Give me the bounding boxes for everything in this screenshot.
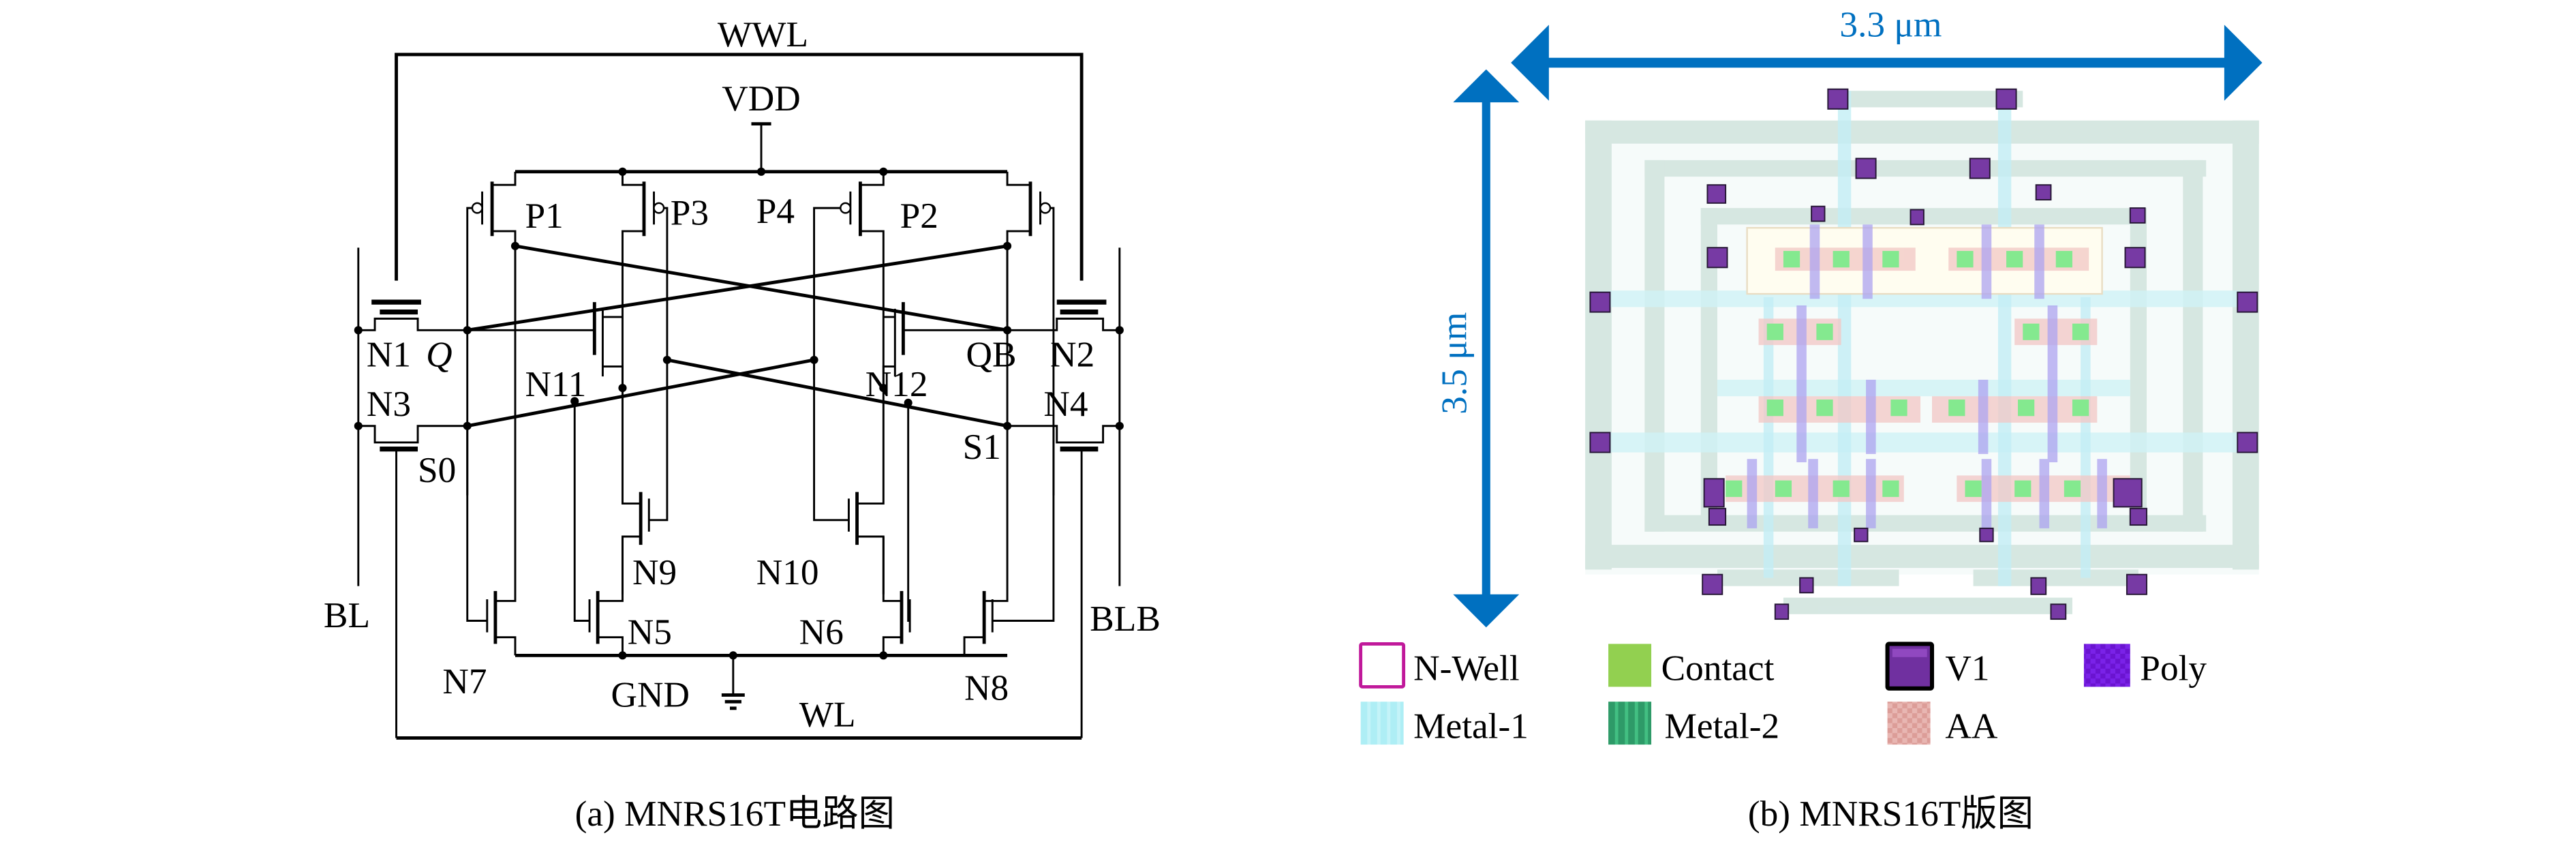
n8-label: N8 <box>964 668 1009 708</box>
wl-label: WL <box>799 695 856 735</box>
pmos-p3 <box>622 171 669 389</box>
q-label: Q <box>426 335 452 375</box>
nmos-n5 <box>573 401 624 656</box>
legend-item-poly: Poly <box>2083 644 2207 689</box>
gnd-label: GND <box>611 674 690 715</box>
width-label: 3.3 μm <box>1839 4 1942 44</box>
pmos-p1 <box>466 171 517 496</box>
caption-a: (a) MNRS16T电路图 <box>575 794 895 834</box>
legend-label: V1 <box>1945 648 1989 689</box>
height-dimension-arrow <box>1453 69 1520 628</box>
legend-item-metal-2: Metal-2 <box>1608 702 1779 746</box>
n1-label: N1 <box>367 335 411 375</box>
gnd-rail <box>515 651 1008 694</box>
pmos-p4 <box>813 171 885 389</box>
legend-label: Contact <box>1661 648 1775 689</box>
nmos-n12 <box>882 302 1008 389</box>
legend-label: Metal-1 <box>1413 706 1529 746</box>
nmos-n9 <box>622 359 669 595</box>
layout-diagram: 3.3 μm 3.5 μm <box>1359 4 2263 834</box>
p2-label: P2 <box>900 196 938 236</box>
nmos-n2 <box>1003 310 1124 335</box>
legend-item-aa: AA <box>1887 702 1998 746</box>
legend: N-Well Contact V1 Poly Metal-1 Metal <box>1359 642 2207 746</box>
wwl-line <box>371 52 1107 305</box>
s0-label: S0 <box>418 450 456 490</box>
metal-2-swatch <box>1608 702 1652 745</box>
n-well-swatch <box>1359 642 1406 689</box>
legend-label: AA <box>1945 706 1998 746</box>
vdd-rail <box>515 122 1008 176</box>
legend-item-v1: V1 <box>1885 642 1990 691</box>
n9-label: N9 <box>632 552 677 592</box>
blb-label: BLB <box>1090 599 1161 639</box>
metal-1-swatch <box>1360 702 1404 745</box>
ground-icon <box>721 693 745 710</box>
n5-label: N5 <box>628 612 672 652</box>
height-label: 3.5 μm <box>1435 312 1475 415</box>
nmos-n8 <box>963 245 1055 656</box>
caption-b: (b) MNRS16T版图 <box>1748 794 2034 834</box>
circuit-diagram: WWL VDD <box>324 14 1161 834</box>
vdd-label: VDD <box>722 78 800 119</box>
qb-label: QB <box>966 335 1017 375</box>
width-dimension-arrow <box>1511 25 2263 101</box>
n6-label: N6 <box>799 612 844 652</box>
legend-label: Poly <box>2140 648 2207 689</box>
legend-item-metal-1: Metal-1 <box>1360 702 1529 746</box>
n4-label: N4 <box>1043 384 1088 424</box>
bl-label: BL <box>324 595 370 635</box>
n3-label: N3 <box>367 384 411 424</box>
poly-swatch <box>2083 644 2130 687</box>
nmos-n11 <box>467 302 624 389</box>
wwl-label: WWL <box>718 14 808 55</box>
p3-label: P3 <box>671 192 709 232</box>
nmos-n6 <box>882 402 911 656</box>
aa-swatch <box>1887 702 1931 745</box>
n2-label: N2 <box>1050 335 1094 375</box>
contact-swatch <box>1608 644 1652 687</box>
p4-label: P4 <box>756 191 795 231</box>
s1-label: S1 <box>963 427 1001 467</box>
n12-label: N12 <box>865 364 928 404</box>
nmos-n3 <box>354 421 472 738</box>
n7-label: N7 <box>442 661 487 702</box>
nmos-n4 <box>1003 421 1124 738</box>
nmos-n7 <box>466 245 517 656</box>
nmos-n10 <box>813 359 885 595</box>
layout-cell <box>1585 88 2259 620</box>
legend-item-contact: Contact <box>1608 644 1775 689</box>
nmos-n1 <box>354 310 472 335</box>
legend-label: Metal-2 <box>1664 706 1779 746</box>
n10-label: N10 <box>756 552 819 592</box>
legend-item-n-well: N-Well <box>1359 642 1520 689</box>
p1-label: P1 <box>525 196 564 236</box>
legend-label: N-Well <box>1413 648 1520 689</box>
cross-coupling-upper <box>467 241 1012 332</box>
pmos-p2 <box>1006 171 1055 496</box>
